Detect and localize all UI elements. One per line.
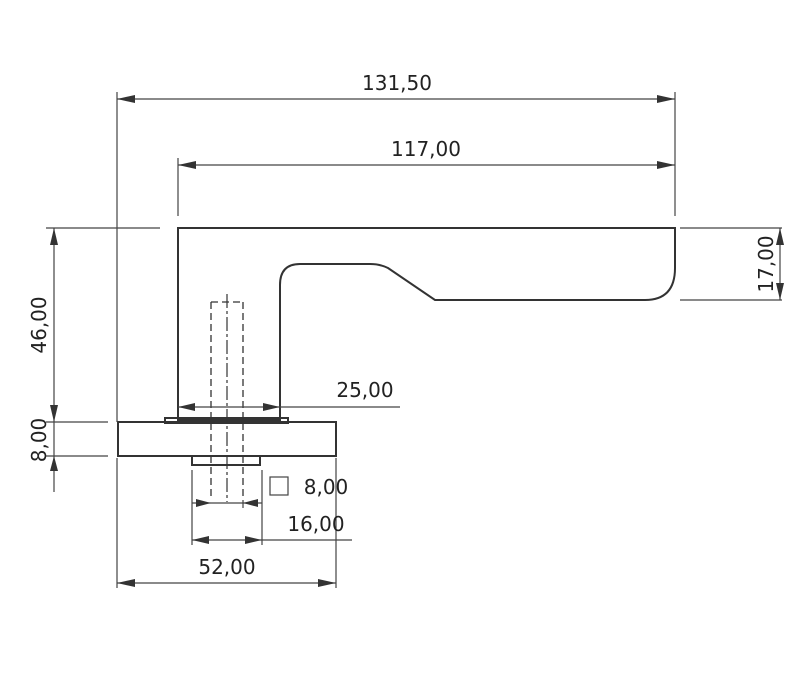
- arrow-lever-height-top: [776, 228, 784, 245]
- arrow-overall-right: [657, 95, 675, 103]
- arrow-spindle-square-right: [243, 499, 258, 507]
- arrow-rose-thickness: [50, 456, 58, 471]
- spindle-nut: [191, 455, 261, 466]
- arrow-overall-left: [117, 95, 135, 103]
- dim-overall-length: 131,50: [362, 71, 432, 95]
- arrow-height-bottom: [50, 405, 58, 422]
- arrow-neck-left: [178, 403, 195, 411]
- square-symbol: [269, 476, 289, 496]
- dim-neck-width: 25,00: [336, 378, 393, 402]
- dim-lever-length: 117,00: [391, 137, 461, 161]
- arrow-spindle-width-left: [192, 536, 209, 544]
- arrow-lever-left: [178, 161, 196, 169]
- arrow-rose-width-right: [318, 579, 336, 587]
- lever-outline: [177, 227, 676, 421]
- arrow-lever-height-bottom: [776, 283, 784, 300]
- dim-spindle-square: 8,00: [304, 475, 349, 499]
- arrow-neck-right: [263, 403, 280, 411]
- dim-spindle-width: 16,00: [287, 512, 344, 536]
- dim-lever-height: 17,00: [754, 235, 778, 292]
- dim-rose-width: 52,00: [198, 555, 255, 579]
- arrow-rose-width-left: [117, 579, 135, 587]
- arrow-lever-right: [657, 161, 675, 169]
- dim-height-to-rose: 46,00: [27, 296, 51, 353]
- dim-rose-thickness: 8,00: [27, 418, 51, 463]
- arrow-height-top: [50, 228, 58, 245]
- arrow-spindle-square-left: [196, 499, 211, 507]
- arrow-spindle-width-right: [245, 536, 262, 544]
